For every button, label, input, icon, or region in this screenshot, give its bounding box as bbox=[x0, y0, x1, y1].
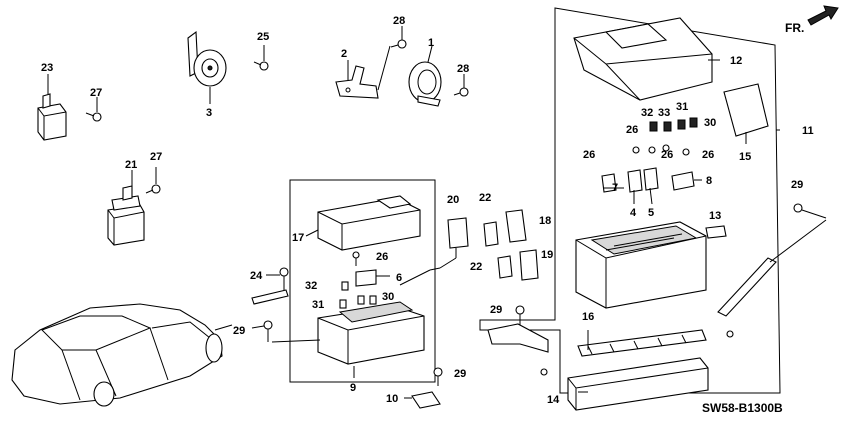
callout-31-underhood: 31 bbox=[676, 101, 688, 113]
leader-lines bbox=[251, 59, 780, 399]
diagram-code: SW58-B1300B bbox=[702, 401, 783, 415]
screw-right bbox=[726, 203, 803, 338]
bolt-24 bbox=[279, 267, 289, 290]
label-15 bbox=[723, 83, 769, 137]
callout-28-upper: 28 bbox=[393, 15, 405, 27]
relay-21 bbox=[107, 185, 145, 246]
callout-11: 11 bbox=[802, 125, 814, 137]
relay-22-upper bbox=[483, 221, 499, 247]
underhood-fuse-box-11 bbox=[575, 221, 707, 309]
callout-13: 13 bbox=[709, 210, 721, 222]
callout-9: 9 bbox=[350, 382, 356, 394]
car-outline bbox=[11, 303, 223, 407]
bolt-29-dash bbox=[263, 320, 273, 342]
bolt-28-lower bbox=[453, 87, 469, 97]
callout-26-a: 26 bbox=[626, 124, 638, 136]
relay-23 bbox=[37, 93, 67, 141]
bolt-29-mid bbox=[515, 305, 525, 326]
callout-labels: 1 2 3 4 5 6 7 8 9 10 11 12 13 14 15 16 1… bbox=[41, 15, 814, 406]
callout-30-dash: 30 bbox=[382, 291, 394, 303]
callout-23: 23 bbox=[41, 62, 53, 74]
callout-17: 17 bbox=[292, 232, 304, 244]
callout-8: 8 bbox=[706, 175, 712, 187]
callout-19: 19 bbox=[541, 249, 553, 261]
callout-28-lower: 28 bbox=[457, 63, 469, 75]
callout-30-underhood: 30 bbox=[704, 117, 716, 129]
callout-31-dash: 31 bbox=[312, 299, 324, 311]
mini-fuse-cluster bbox=[649, 117, 698, 132]
horn-3 bbox=[187, 30, 227, 87]
callout-26-c: 26 bbox=[661, 149, 673, 161]
callout-22-upper: 22 bbox=[479, 192, 491, 204]
callout-29-lower: 29 bbox=[454, 368, 466, 380]
callout-29-right: 29 bbox=[791, 179, 803, 191]
mini-fuses bbox=[339, 281, 377, 309]
callout-3: 3 bbox=[206, 107, 212, 119]
callout-27-lower: 27 bbox=[150, 151, 162, 163]
relay-18 bbox=[505, 209, 527, 243]
relay-20 bbox=[447, 217, 469, 258]
callout-26-b: 26 bbox=[583, 149, 595, 161]
bracket-2 bbox=[335, 65, 379, 99]
callout-2: 2 bbox=[341, 48, 347, 60]
callout-26-d: 26 bbox=[702, 149, 714, 161]
front-arrow-icon bbox=[807, 5, 839, 26]
relay-6 bbox=[355, 269, 377, 287]
callout-18: 18 bbox=[539, 215, 551, 227]
underhood-box-frame bbox=[479, 7, 781, 394]
callout-21: 21 bbox=[125, 159, 137, 171]
callout-25: 25 bbox=[257, 31, 269, 43]
callout-29-mid: 29 bbox=[490, 304, 502, 316]
fuse-box-9 bbox=[317, 301, 425, 365]
fuse-box-cover-17 bbox=[317, 195, 421, 251]
callout-12: 12 bbox=[730, 55, 742, 67]
strip-16 bbox=[577, 329, 707, 357]
callout-4: 4 bbox=[630, 207, 637, 219]
callout-32-dash: 32 bbox=[305, 280, 317, 292]
mounting-bracket bbox=[487, 323, 549, 353]
callout-24: 24 bbox=[250, 270, 263, 282]
bolt-29-lower bbox=[433, 367, 443, 386]
side-rail bbox=[717, 257, 777, 317]
callout-29-dash: 29 bbox=[233, 325, 245, 337]
relay-22-lower bbox=[497, 255, 513, 279]
box-cover-12 bbox=[573, 17, 713, 101]
callout-16: 16 bbox=[582, 311, 594, 323]
callout-14: 14 bbox=[547, 394, 560, 406]
callout-33: 33 bbox=[658, 107, 670, 119]
callout-20: 20 bbox=[447, 194, 459, 206]
callout-10: 10 bbox=[386, 393, 398, 405]
callout-27-upper: 27 bbox=[90, 87, 102, 99]
callout-1: 1 bbox=[428, 37, 434, 49]
callout-7: 7 bbox=[612, 182, 618, 194]
horn-1 bbox=[408, 61, 442, 107]
callout-5: 5 bbox=[648, 207, 654, 219]
screw-26-dash bbox=[352, 251, 360, 266]
bolt-28-upper bbox=[390, 39, 407, 49]
dash-box-frame bbox=[289, 179, 436, 383]
callout-15: 15 bbox=[739, 151, 751, 163]
ground-lead bbox=[251, 289, 289, 305]
callout-22-lower: 22 bbox=[470, 261, 482, 273]
screw-lower-left bbox=[540, 368, 548, 376]
callout-32-underhood: 32 bbox=[641, 107, 653, 119]
callout-6: 6 bbox=[396, 272, 402, 284]
direction-label: FR. bbox=[785, 21, 804, 35]
bracket-10 bbox=[411, 391, 441, 409]
callout-26-dash: 26 bbox=[376, 251, 388, 263]
relay-19 bbox=[519, 249, 539, 281]
bolt-27-upper bbox=[85, 112, 102, 122]
bolt-25 bbox=[253, 61, 269, 71]
screws-26-underhood bbox=[632, 144, 690, 156]
bolt-27-lower bbox=[145, 184, 161, 194]
tray-14 bbox=[567, 357, 709, 411]
fuse-13 bbox=[705, 225, 727, 239]
